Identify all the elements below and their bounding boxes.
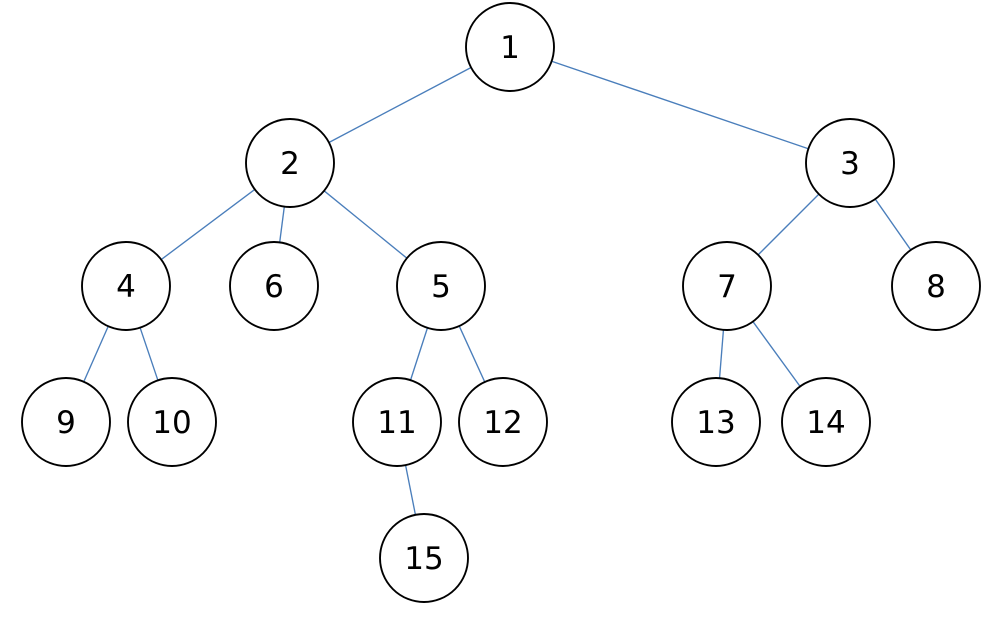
tree-edge-7-13: [718, 329, 725, 379]
node-label-8: 8: [926, 269, 946, 305]
tree-edge-2-4: [160, 188, 256, 261]
node-circle-8[interactable]: [891, 241, 981, 331]
node-label-13: 13: [696, 405, 735, 441]
tree-edge-11-15: [404, 465, 417, 515]
node-label-5: 5: [431, 269, 451, 305]
node-circle-15[interactable]: [379, 513, 469, 603]
node-circle-9[interactable]: [21, 377, 111, 467]
tree-node-10[interactable]: 10: [127, 377, 217, 467]
tree-edge-1-3: [551, 60, 809, 150]
node-circle-2[interactable]: [245, 118, 335, 208]
node-circle-6[interactable]: [229, 241, 319, 331]
tree-edge-2-6: [279, 206, 285, 243]
node-label-10: 10: [152, 405, 191, 441]
node-label-1: 1: [500, 30, 520, 66]
tree-edge-4-10: [139, 327, 159, 381]
node-label-6: 6: [264, 269, 284, 305]
node-circle-14[interactable]: [781, 377, 871, 467]
tree-node-3[interactable]: 3: [805, 118, 895, 208]
node-label-9: 9: [56, 405, 76, 441]
tree-edge-2-5: [323, 190, 408, 259]
node-circle-5[interactable]: [396, 241, 486, 331]
node-label-3: 3: [840, 146, 860, 182]
tree-node-13[interactable]: 13: [671, 377, 761, 467]
tree-edge-3-7: [757, 193, 820, 256]
tree-edge-5-11: [409, 327, 429, 381]
node-circle-12[interactable]: [458, 377, 548, 467]
tree-node-8[interactable]: 8: [891, 241, 981, 331]
tree-node-1[interactable]: 1: [465, 2, 555, 92]
node-circle-11[interactable]: [352, 377, 442, 467]
tree-node-11[interactable]: 11: [352, 377, 442, 467]
node-circle-10[interactable]: [127, 377, 217, 467]
node-label-11: 11: [377, 405, 416, 441]
tree-edge-4-9: [83, 325, 109, 383]
tree-node-12[interactable]: 12: [458, 377, 548, 467]
tree-node-2[interactable]: 2: [245, 118, 335, 208]
tree-edge-1-2: [328, 66, 472, 144]
node-label-7: 7: [717, 269, 737, 305]
node-label-12: 12: [483, 405, 522, 441]
tree-node-15[interactable]: 15: [379, 513, 469, 603]
tree-node-14[interactable]: 14: [781, 377, 871, 467]
node-circle-1[interactable]: [465, 2, 555, 92]
tree-node-5[interactable]: 5: [396, 241, 486, 331]
node-label-2: 2: [280, 146, 300, 182]
tree-node-9[interactable]: 9: [21, 377, 111, 467]
node-circle-4[interactable]: [81, 241, 171, 331]
node-label-14: 14: [806, 405, 845, 441]
node-label-4: 4: [116, 269, 136, 305]
tree-node-7[interactable]: 7: [682, 241, 772, 331]
edges-layer: [83, 60, 912, 515]
tree-edge-7-14: [752, 321, 801, 387]
tree-node-6[interactable]: 6: [229, 241, 319, 331]
node-label-15: 15: [404, 541, 443, 577]
tree-edge-5-12: [458, 325, 486, 383]
tree-edge-3-8: [874, 198, 912, 251]
node-circle-7[interactable]: [682, 241, 772, 331]
node-circle-3[interactable]: [805, 118, 895, 208]
tree-node-4[interactable]: 4: [81, 241, 171, 331]
node-circle-13[interactable]: [671, 377, 761, 467]
